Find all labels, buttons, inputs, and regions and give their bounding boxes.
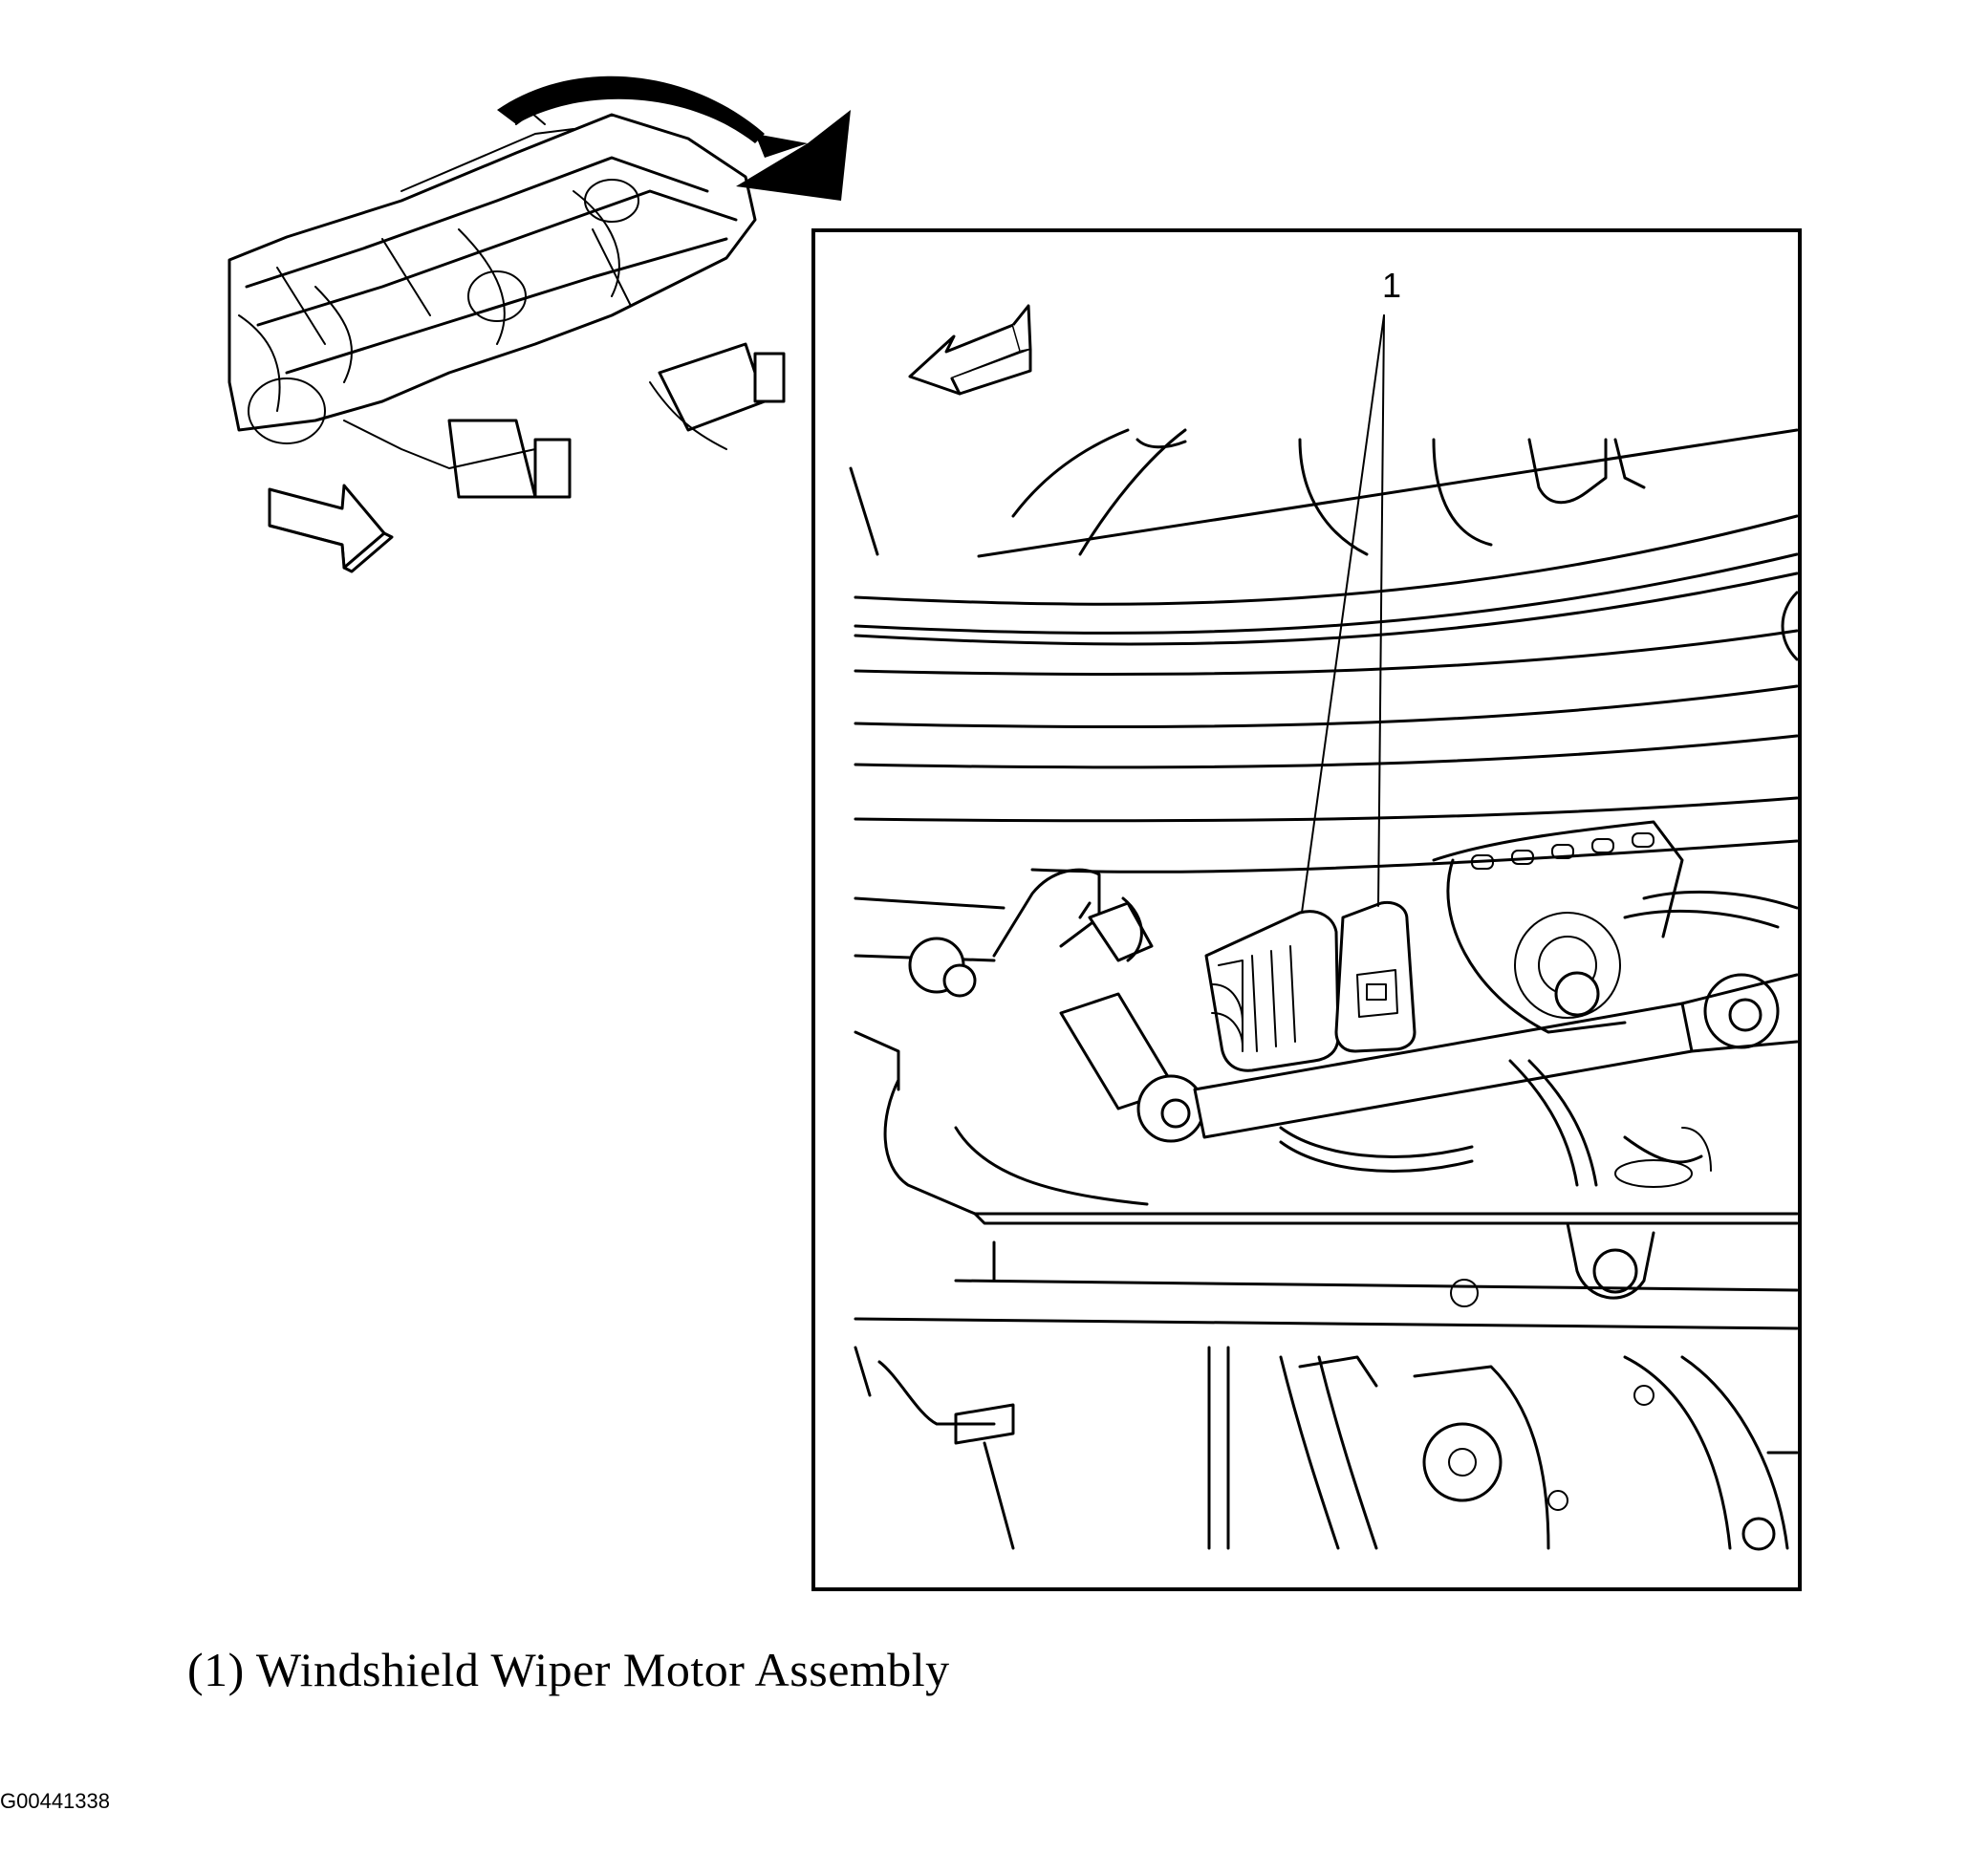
callout-leaders bbox=[1301, 314, 1385, 914]
figure-caption: (1) Windshield Wiper Motor Assembly bbox=[187, 1643, 950, 1696]
figure-id: G00441338 bbox=[0, 1789, 110, 1813]
vehicle-frame-overview bbox=[227, 112, 786, 499]
direction-arrow-icon bbox=[908, 304, 1032, 396]
detail-view-artwork bbox=[849, 304, 1799, 1551]
detail-view-frame bbox=[811, 228, 1802, 1591]
callout-number-1: 1 bbox=[1382, 266, 1402, 305]
curved-rotate-arrow-icon bbox=[497, 75, 851, 201]
direction-arrow-icon bbox=[268, 484, 394, 573]
